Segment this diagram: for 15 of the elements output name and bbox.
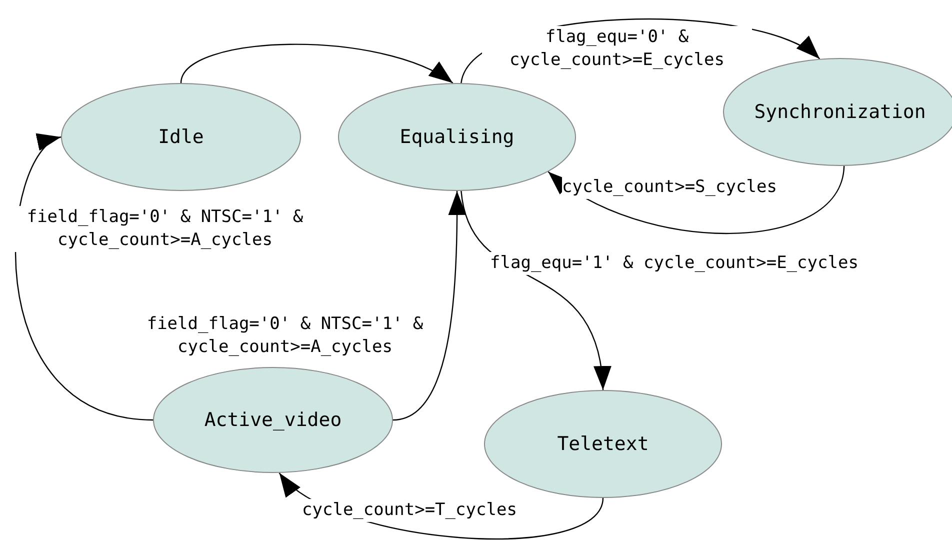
state-ellipse — [484, 390, 722, 498]
state-name: Active_video — [204, 409, 342, 431]
state-name: Synchronization — [754, 101, 926, 123]
transition-arrow — [548, 166, 845, 234]
state-name: Idle — [158, 126, 204, 148]
edge-label: cycle_count>=S_cycles — [562, 176, 777, 199]
state-name: Teletext — [557, 433, 649, 455]
edge-label: cycle_count>=T_cycles — [302, 499, 517, 522]
state-name: Equalising — [400, 126, 514, 148]
transition-arrow — [180, 44, 454, 84]
edge-label: flag_equ='1' & cycle_count>=E_cycles — [490, 252, 858, 275]
state-ellipse — [153, 367, 393, 473]
state-ellipse — [61, 83, 301, 191]
transition-arrow — [392, 191, 466, 421]
edge-label: flag_equ='0' & cycle_count>=E_cycles — [482, 26, 752, 72]
